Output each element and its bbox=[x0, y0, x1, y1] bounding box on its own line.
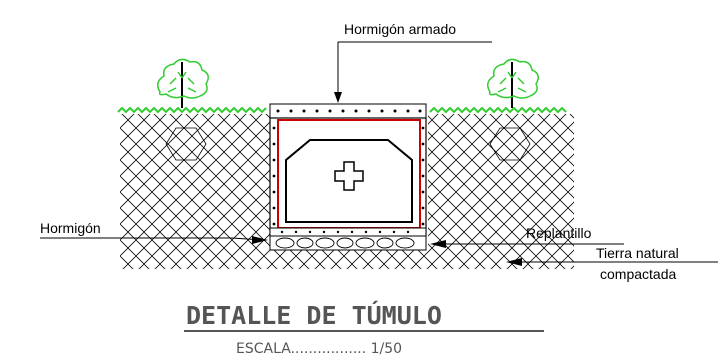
label-reinforced-concrete: Hormigón armado bbox=[344, 21, 456, 37]
arrow-icon bbox=[252, 236, 268, 244]
leader-concrete bbox=[40, 236, 268, 244]
label-soil-line2: compactada bbox=[600, 266, 676, 282]
drawing-title: DETALLE DE TÚMULO bbox=[186, 300, 442, 330]
leader-reinforced-concrete bbox=[334, 41, 492, 103]
top-slab bbox=[269, 103, 427, 119]
hexagon-marker-right bbox=[489, 127, 531, 161]
label-base-slab: Replantillo bbox=[526, 225, 592, 241]
leader-base-slab bbox=[430, 240, 624, 248]
soil-fill bbox=[120, 114, 574, 269]
base-slab-stones bbox=[269, 235, 427, 251]
tree-icon bbox=[157, 58, 209, 108]
arrow-icon bbox=[506, 258, 522, 266]
hexagon-marker-left bbox=[165, 127, 207, 161]
label-soil-line1: Tierra natural bbox=[596, 245, 679, 261]
leader-soil bbox=[506, 258, 718, 266]
arrow-icon bbox=[334, 92, 342, 103]
concrete-base bbox=[269, 227, 427, 237]
tree-icon bbox=[487, 58, 539, 108]
arrow-icon bbox=[430, 240, 446, 248]
label-concrete: Hormigón bbox=[40, 220, 101, 236]
cross-icon bbox=[334, 161, 364, 191]
grass-line bbox=[117, 106, 567, 114]
drawing-scale: ESCALA................. 1/50 bbox=[236, 341, 402, 357]
